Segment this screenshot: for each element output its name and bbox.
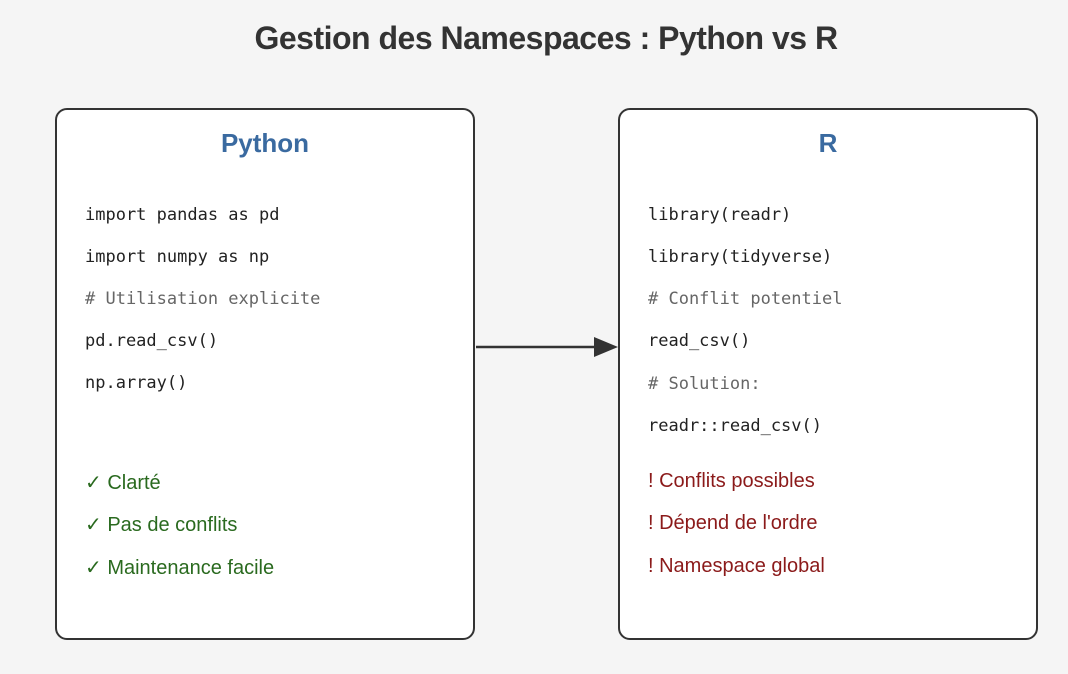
r-code-comment: # Solution: [648,374,761,394]
r-code-line: library(tidyverse) [648,247,833,267]
python-advantage: ✓ Pas de conflits [85,514,238,536]
diagram-title: Gestion des Namespaces : Python vs R [254,20,838,56]
r-code-comment: # Conflit potentiel [648,289,843,309]
r-drawback: ! Dépend de l'ordre [648,512,818,534]
python-code-line: import numpy as np [85,247,270,267]
python-advantage: ✓ Clarté [85,472,161,494]
r-drawback: ! Namespace global [648,555,825,577]
python-panel: Python import pandas as pd import numpy … [55,108,475,640]
r-panel: R library(readr) library(tidyverse) # Co… [618,108,1038,640]
python-code-line: pd.read_csv() [85,331,219,351]
python-code-comment: # Utilisation explicite [85,289,321,309]
python-heading: Python [220,128,310,158]
r-code-line: library(readr) [648,205,792,225]
r-code-line: read_csv() [648,331,751,351]
r-heading: R [818,128,838,158]
r-drawback: ! Conflits possibles [648,470,815,492]
arrow-head [594,337,618,357]
python-code-line: np.array() [85,373,188,393]
r-code-line: readr::read_csv() [648,416,822,436]
python-code-line: import pandas as pd [85,205,280,225]
python-advantage: ✓ Maintenance facile [85,557,275,579]
